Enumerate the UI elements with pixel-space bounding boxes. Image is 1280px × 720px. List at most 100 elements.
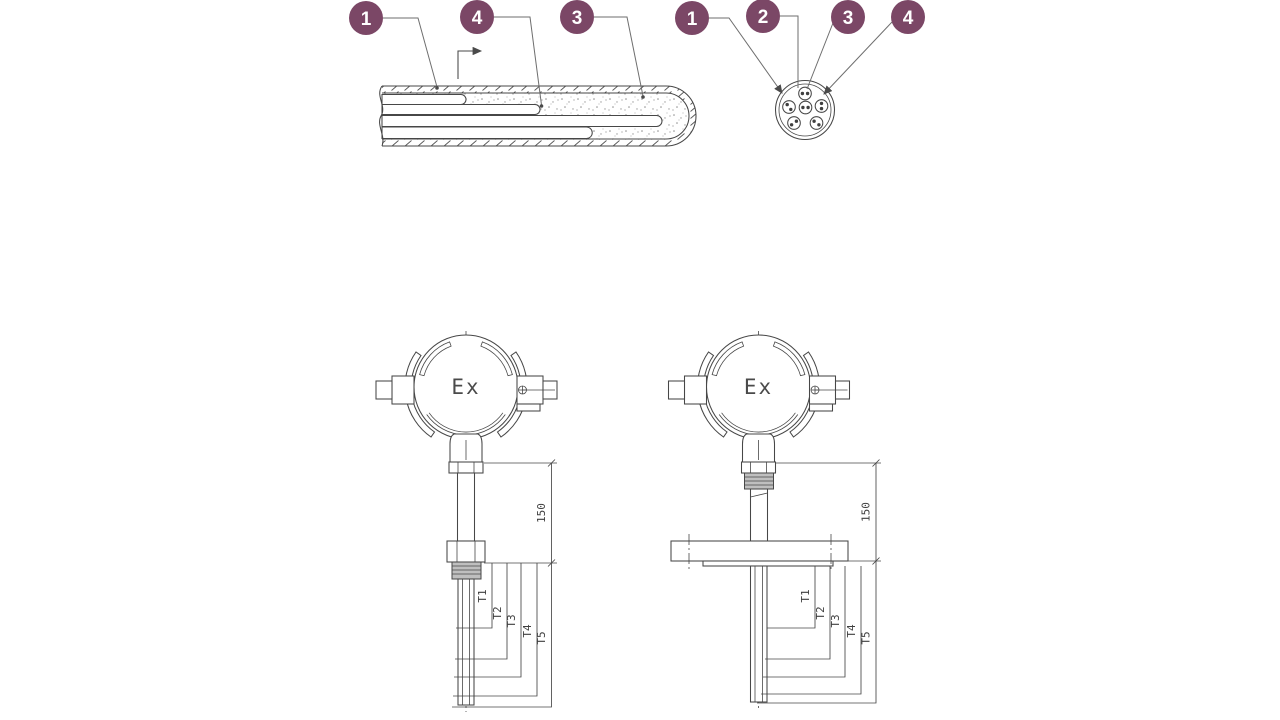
dimension-t4: T4 [761, 566, 862, 695]
t4-label: T4 [521, 624, 534, 638]
leader-line-3 [594, 16, 644, 97]
element-tube-4 [381, 126, 593, 140]
t5-label: T5 [535, 631, 548, 644]
t4-label: T4 [845, 624, 858, 638]
dimension-t3: T3 [454, 563, 522, 678]
callout-3: 3 [560, 0, 594, 34]
wire-dot [812, 119, 816, 123]
leader-dot-4 [539, 104, 544, 108]
t1-bracket [456, 563, 493, 629]
conductor-5 [787, 116, 801, 130]
element-tube-3 [381, 114, 663, 128]
cross-section-inner-circle [778, 83, 832, 137]
t3-bracket [454, 563, 522, 678]
t3-label: T3 [505, 614, 518, 627]
conductor-4 [814, 99, 829, 113]
t5-bracket [452, 563, 552, 708]
sheath-inner-wall [382, 92, 690, 140]
dim-tick [547, 459, 556, 467]
callout-circle [831, 0, 865, 34]
wire-dot [805, 91, 810, 96]
dimension-immersion-150: 150 [484, 459, 557, 567]
t4-bracket [453, 563, 538, 697]
conductor-2 [782, 100, 796, 114]
callout-circle [891, 0, 925, 34]
leader-line-1 [709, 17, 783, 94]
conductor-bore [787, 116, 801, 130]
dimension-t5: T5 [452, 563, 552, 708]
callout-number: 4 [903, 8, 914, 29]
conductor-bore [782, 100, 796, 114]
figure-flanged-assembly: Ex 150 T1 T2 [667, 331, 881, 710]
dimension-immersion-150: 150 [776, 459, 881, 565]
t5-bracket [757, 561, 877, 704]
conductor-bore [809, 116, 824, 130]
t1-bracket [767, 566, 816, 629]
leader-line-4 [823, 21, 893, 95]
dimension-t2: T2 [765, 566, 831, 660]
callout-4: 4 [460, 0, 494, 34]
sheath-wall-hatch [382, 86, 696, 146]
sheath-break-line [379, 85, 384, 147]
conductor-1 [798, 86, 812, 101]
leader-line-2 [780, 15, 799, 88]
extension-tube [456, 472, 476, 542]
dimension-t4: T4 [453, 563, 538, 697]
callout-number: 1 [361, 9, 372, 30]
t5-label: T5 [860, 631, 873, 644]
t1-label: T1 [476, 589, 489, 602]
threaded-bushing [451, 561, 482, 580]
wire-dot [817, 123, 821, 127]
callout-1: 1 [675, 1, 709, 35]
callout-number: 3 [572, 8, 583, 29]
t2-bracket [455, 563, 508, 660]
callout-circle [675, 1, 709, 35]
callout-circle [460, 0, 494, 34]
leader-line-4 [494, 16, 542, 106]
cross-section-outer-circle [774, 79, 836, 141]
t2-bracket [765, 566, 831, 660]
leader-dot-3 [641, 95, 645, 99]
conductor-group [782, 86, 829, 130]
section-view-arrow [457, 46, 483, 79]
leader-dot-1 [435, 86, 439, 90]
conductor-bore [798, 86, 812, 101]
callout-4: 4 [891, 0, 925, 34]
neck-hex [740, 461, 777, 474]
wire-dot [801, 105, 805, 110]
ex-marking: Ex [744, 375, 773, 399]
conductor-6 [809, 116, 824, 130]
t4-bracket [761, 566, 862, 695]
t3-label: T3 [829, 614, 842, 627]
dimension-label-150: 150 [535, 503, 548, 523]
figure-sheath-cross-section: 1 2 3 4 [675, 0, 925, 141]
probe-sheath [457, 578, 475, 706]
callout-2: 2 [746, 0, 780, 33]
callout-number: 4 [472, 8, 483, 29]
wire-dot [785, 102, 789, 107]
t2-label: T2 [814, 606, 827, 619]
callout-number: 3 [843, 8, 854, 29]
process-hex-nut [446, 540, 486, 563]
callout-circle [560, 0, 594, 34]
callout-1: 1 [349, 1, 383, 35]
conductor-bore [814, 99, 829, 113]
dimension-t3: T3 [763, 566, 846, 678]
dimension-label-150: 150 [860, 502, 873, 522]
element-tube-2 [381, 103, 541, 116]
tube-break-line [750, 492, 768, 498]
callout-circle [349, 1, 383, 35]
dimension-t1: T1 [456, 563, 493, 629]
sheath-outer-wall [382, 85, 697, 147]
conductor-bore [798, 100, 813, 115]
flange-lip [702, 560, 834, 567]
element-tube-1 [381, 93, 467, 106]
conductor-3 [798, 100, 813, 115]
dimension-t1: T1 [767, 566, 816, 629]
leader-line-1 [383, 17, 438, 88]
figure-threaded-assembly: Ex 150 T1 T2 [375, 331, 558, 712]
neck-hex [448, 461, 484, 474]
t2-label: T2 [491, 606, 504, 619]
probe-sheath [749, 565, 768, 703]
